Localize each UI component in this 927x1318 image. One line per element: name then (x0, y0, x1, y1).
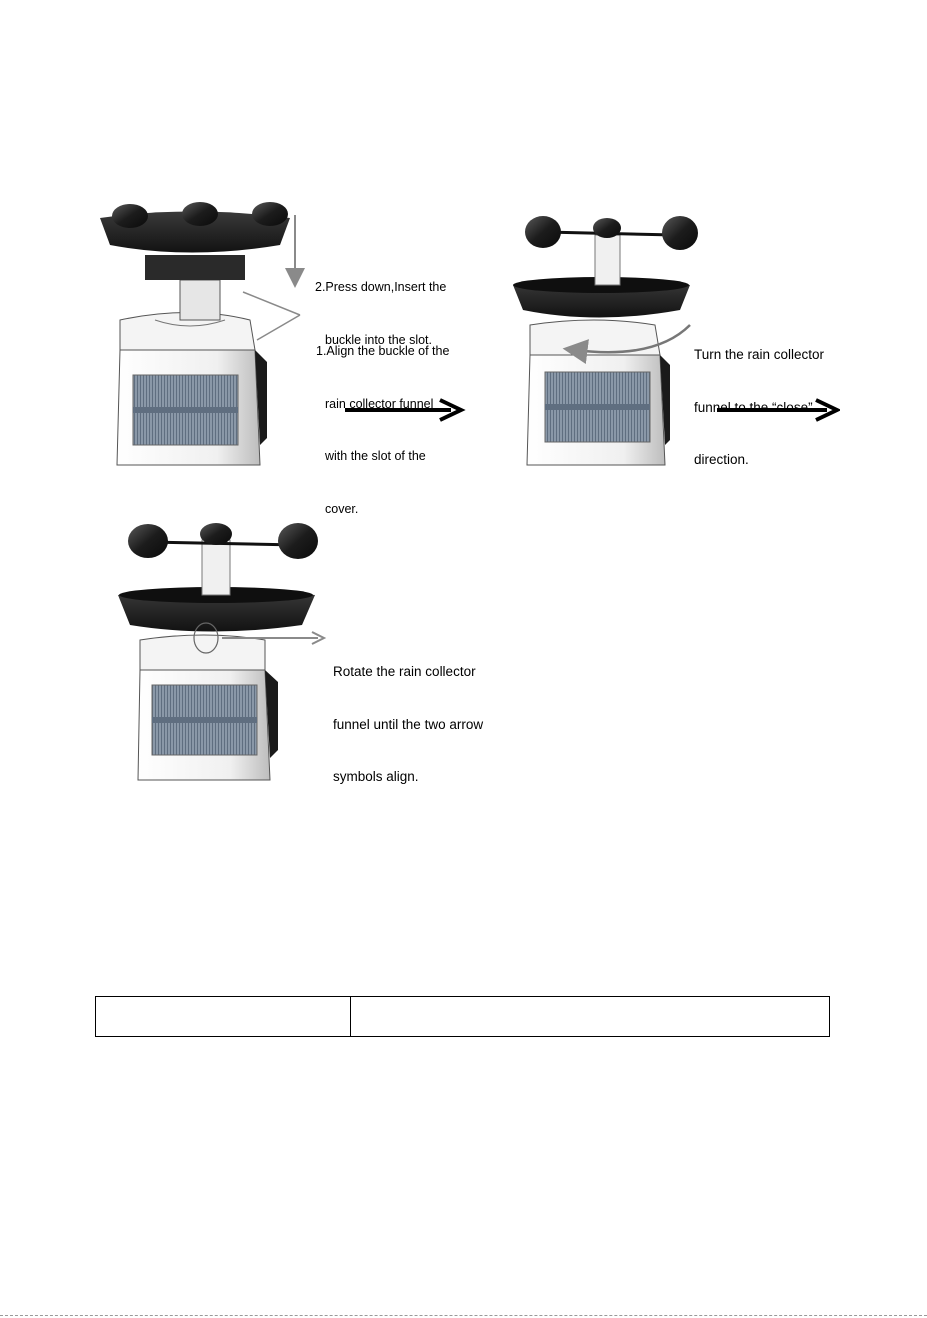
table-cell (96, 997, 351, 1036)
turn-funnel-label: Turn the rain collector funnel to the “c… (694, 347, 825, 467)
table-cell (351, 997, 829, 1036)
press-down-label: 2.Press down,Insert the buckle into the … (315, 280, 447, 347)
page-bottom-rule (0, 1315, 927, 1316)
info-table (95, 996, 830, 1037)
step1-illustration (100, 202, 466, 466)
step2-illustration (513, 216, 840, 466)
align-buckle-label: 1.Align the buckle of the rain collector… (316, 344, 450, 516)
step3-illustration (118, 523, 327, 781)
rotate-funnel-label: Rotate the rain collector funnel until t… (333, 664, 484, 784)
